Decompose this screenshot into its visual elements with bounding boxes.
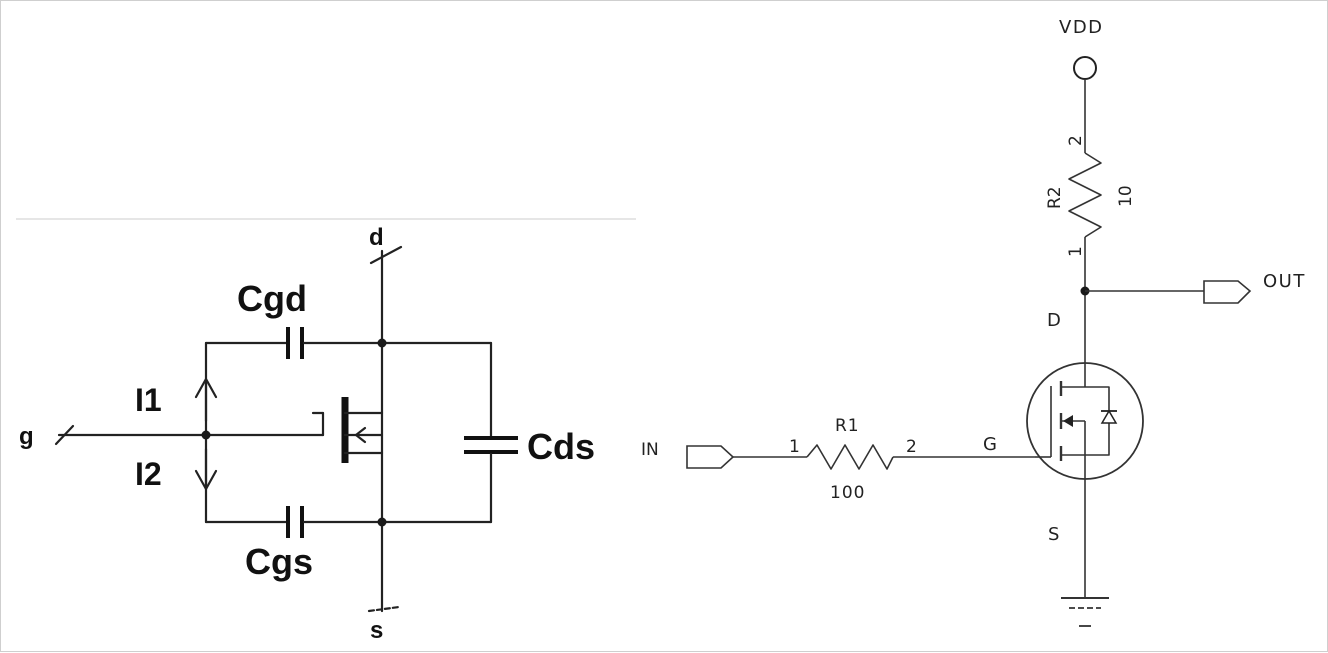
source-label: S: [1048, 524, 1059, 545]
r2-pin-top-label: 2: [1066, 135, 1086, 146]
r2-name-label: R2: [1045, 186, 1065, 209]
drain-label: D: [1047, 310, 1061, 331]
cgd-label: Cgd: [237, 278, 307, 319]
r2-resistor: [1068, 152, 1102, 238]
i2-arrow-head: [194, 469, 218, 491]
i2-label: I2: [135, 456, 162, 492]
in-label: IN: [641, 440, 659, 460]
i1-arrow-head: [194, 377, 218, 399]
gate-label: G: [983, 434, 997, 455]
drain-terminal-label: d: [369, 224, 384, 251]
junction-source-bottom: [377, 517, 387, 527]
junction-gate: [201, 430, 211, 440]
vdd-terminal-circle: [1073, 56, 1097, 80]
mosfet-capacitance-model: d g s Cgd Cgs Cds I1 I2: [16, 218, 636, 644]
gate-terminal-label: g: [19, 423, 34, 450]
mosfet-body-arrow-right: [1063, 415, 1073, 427]
vdd-label: VDD: [1059, 17, 1104, 38]
cds-label: Cds: [527, 426, 595, 467]
out-label: OUT: [1263, 271, 1306, 292]
source-terminal-tick: [367, 605, 401, 613]
r2-pin-bottom-label: 1: [1066, 246, 1086, 257]
r1-pin-right-label: 2: [906, 437, 917, 457]
source-terminal-label: s: [370, 617, 383, 644]
switching-schematic: VDD 2 R2 10 1 OUT D G S IN R1 100 1 2: [641, 17, 1306, 627]
gate-terminal-tick: [54, 424, 75, 446]
cgs-label: Cgs: [245, 541, 313, 582]
r2-value-label: 10: [1116, 185, 1136, 207]
out-port-flag: [1203, 280, 1252, 304]
r1-name-label: R1: [835, 416, 860, 436]
i1-label: I1: [135, 382, 162, 418]
body-diode-triangle: [1100, 409, 1118, 424]
r1-resistor: [806, 444, 894, 470]
mosfet-body-arrow: [354, 426, 367, 444]
in-port-flag: [686, 445, 735, 469]
drain-terminal-tick: [369, 245, 403, 265]
r1-pin-left-label: 1: [789, 437, 800, 457]
r1-value-label: 100: [830, 483, 865, 503]
junction-drain-top: [377, 338, 387, 348]
